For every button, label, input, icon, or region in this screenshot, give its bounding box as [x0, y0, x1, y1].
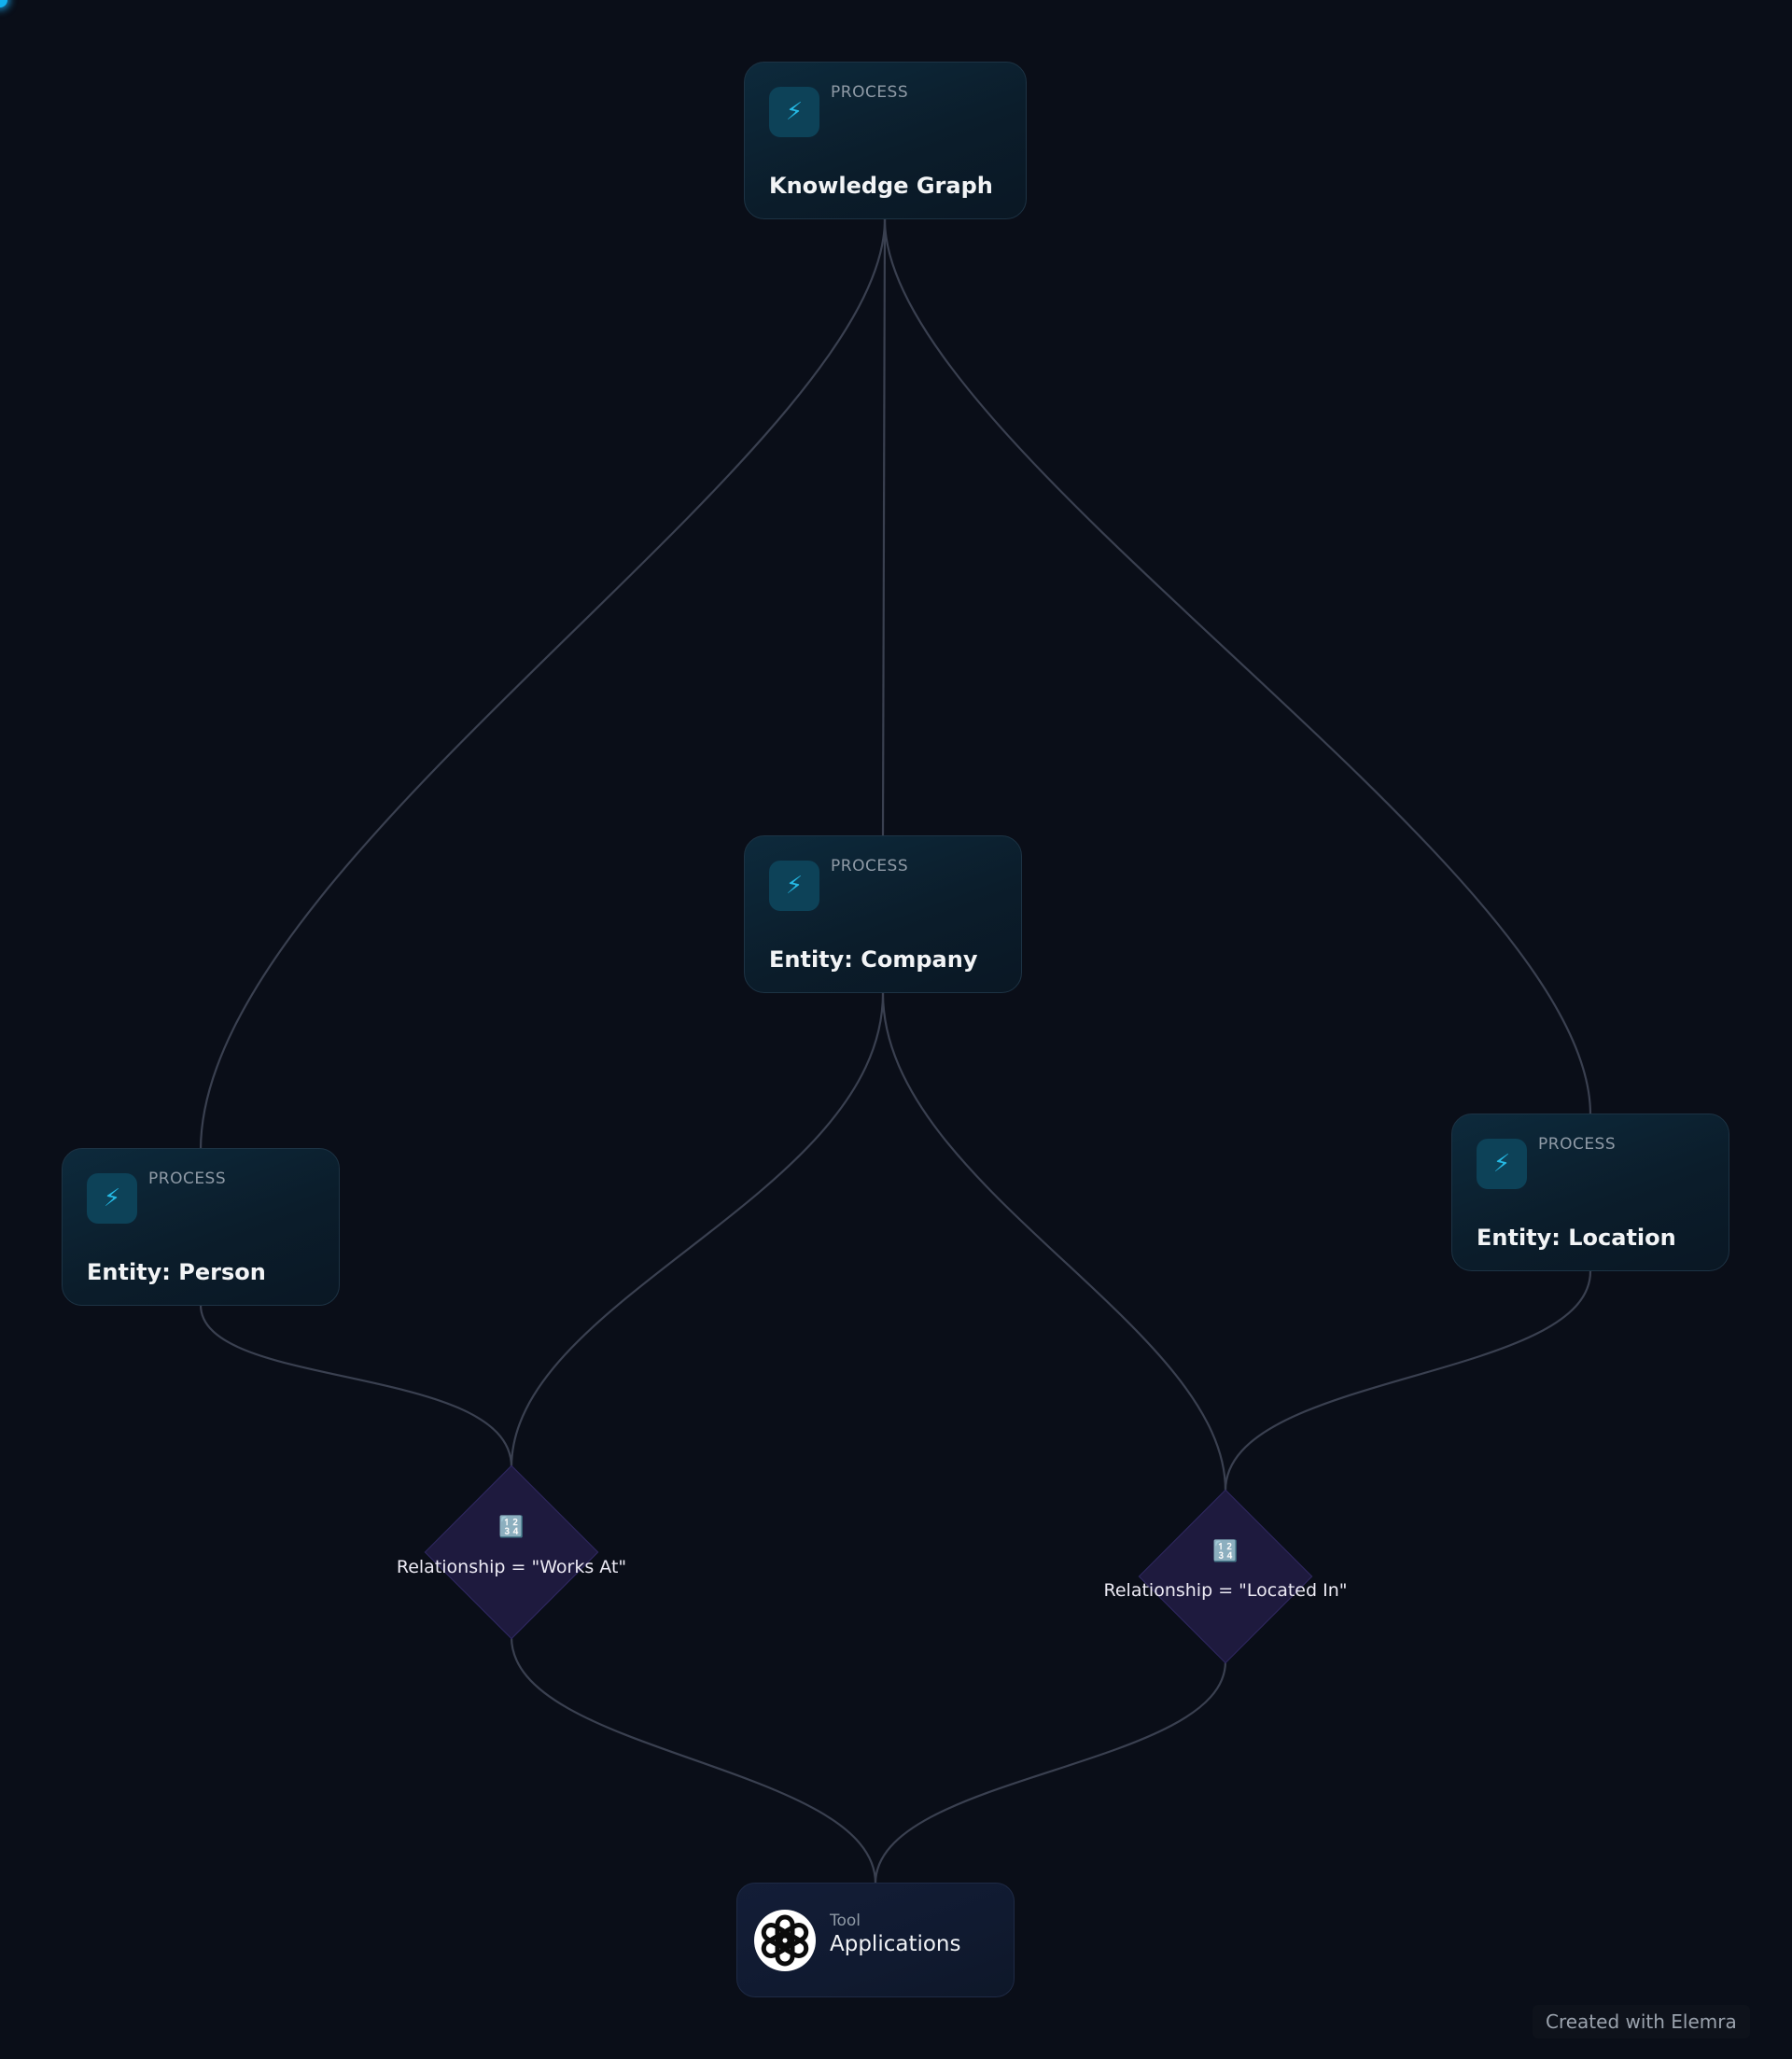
node-title: Entity: Person [87, 1259, 266, 1285]
node-entity-company[interactable]: ⚡ PROCESS Entity: Company [744, 835, 1022, 993]
edge-knowledge-graph-to-company [881, 218, 887, 837]
connection-handle[interactable] [0, 0, 7, 7]
edge-company-to-located-in [881, 992, 1227, 1492]
node-title: Applications [830, 1932, 961, 1956]
edge-company-to-works-at [510, 992, 885, 1468]
lightning-bolt-icon: ⚡ [769, 861, 819, 911]
node-kind-label: PROCESS [148, 1170, 227, 1188]
node-knowledge-graph[interactable]: ⚡ PROCESS Knowledge Graph [744, 62, 1027, 219]
node-entity-person[interactable]: ⚡ PROCESS Entity: Person [62, 1148, 340, 1306]
node-kind-label: PROCESS [1538, 1135, 1617, 1154]
lightning-bolt-icon: ⚡ [87, 1173, 137, 1224]
edge-works-at-to-applications [510, 1636, 877, 1884]
watermark-badge[interactable]: Created with Elemra [1533, 2005, 1750, 2038]
edge-located-in-to-applications [874, 1660, 1227, 1884]
node-entity-location[interactable]: ⚡ PROCESS Entity: Location [1451, 1114, 1729, 1271]
numbers-icon: 🔢 [498, 1516, 525, 1539]
openai-logo-icon [754, 1910, 816, 1971]
lightning-bolt-icon: ⚡ [1477, 1139, 1527, 1189]
node-kind-label: PROCESS [831, 83, 909, 102]
node-applications[interactable]: Tool Applications [736, 1883, 1015, 1997]
node-kind-label: Tool [830, 1912, 861, 1930]
node-title: Entity: Company [769, 946, 978, 973]
node-title: Knowledge Graph [769, 173, 993, 199]
edge-knowledge-graph-to-location [883, 218, 1592, 1115]
lightning-bolt-icon: ⚡ [769, 87, 819, 137]
edge-knowledge-graph-to-person [199, 218, 887, 1151]
node-kind-label: PROCESS [831, 857, 909, 875]
numbers-icon: 🔢 [1212, 1540, 1239, 1563]
node-title: Entity: Location [1477, 1225, 1676, 1251]
decision-works-at-label: Relationship = "Works At" [396, 1557, 627, 1577]
decision-located-in-label: Relationship = "Located In" [1103, 1580, 1348, 1601]
edge-location-to-located-in [1224, 1270, 1592, 1492]
edge-person-to-works-at [199, 1304, 513, 1468]
